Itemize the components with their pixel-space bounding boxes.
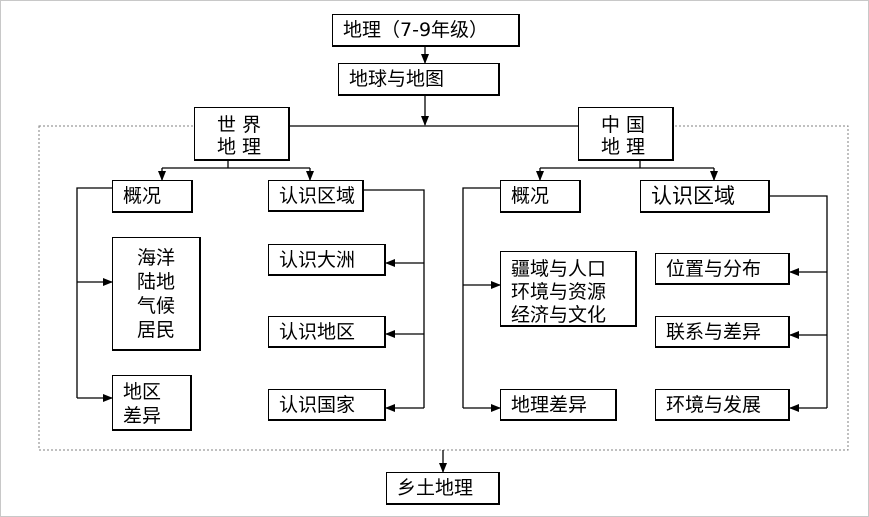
environment-box: 环境与发展	[655, 389, 790, 421]
world-know-regions-box: 认识区域	[268, 180, 364, 212]
china-geography-box: 中 国 地 理	[578, 107, 674, 161]
world-geography-box: 世 界 地 理	[194, 107, 290, 161]
bracket-china-overview	[462, 187, 500, 408]
world-overview-items-box: 海洋 陆地 气候 居民	[112, 237, 201, 351]
china-know-regions-text: 认识区域	[651, 184, 735, 208]
continent-text: 认识大洲	[279, 248, 356, 271]
world-overview-text: 概况	[123, 185, 162, 207]
world-know-regions-text: 认识区域	[279, 184, 356, 207]
china-overview-box: 概况	[500, 180, 581, 213]
region-text: 认识地区	[279, 320, 356, 343]
relation-text: 联系与差异	[666, 320, 762, 343]
local-geography-box: 乡土地理	[386, 472, 500, 505]
earth-maps-box: 地球与地图	[338, 63, 500, 96]
title-box: 地理（7-9年级）	[332, 14, 520, 47]
world-geography-text: 世 界 地 理	[217, 114, 262, 158]
local-geography-text: 乡土地理	[397, 477, 474, 499]
world-regional-diff-text: 地区 差异	[123, 381, 162, 427]
bracket-world-overview	[76, 187, 112, 398]
bracket-world-regions	[364, 189, 425, 408]
region-box: 认识地区	[268, 316, 386, 348]
china-overview-items-text: 疆域与人口 环境与资源 经济与文化	[511, 258, 607, 326]
bracket-china-regions	[770, 195, 828, 408]
china-geo-diff-box: 地理差异	[500, 389, 617, 421]
continent-box: 认识大洲	[268, 244, 386, 276]
country-box: 认识国家	[268, 389, 386, 421]
china-geo-diff-text: 地理差异	[511, 393, 588, 416]
china-overview-items-box: 疆域与人口 环境与资源 经济与文化	[500, 251, 637, 327]
earth-maps-text: 地球与地图	[349, 68, 445, 90]
china-geography-text: 中 国 地 理	[601, 114, 646, 158]
china-overview-text: 概况	[511, 185, 550, 207]
location-text: 位置与分布	[666, 257, 762, 280]
world-overview-box: 概况	[112, 180, 193, 213]
title-text: 地理（7-9年级）	[343, 19, 489, 41]
world-regional-diff-box: 地区 差异	[112, 375, 192, 431]
world-overview-items-text: 海洋 陆地 气候 居民	[137, 247, 176, 341]
country-text: 认识国家	[279, 393, 356, 416]
location-box: 位置与分布	[655, 253, 790, 285]
relation-box: 联系与差异	[655, 316, 790, 348]
environment-text: 环境与发展	[666, 393, 762, 416]
china-know-regions-box: 认识区域	[640, 180, 770, 213]
